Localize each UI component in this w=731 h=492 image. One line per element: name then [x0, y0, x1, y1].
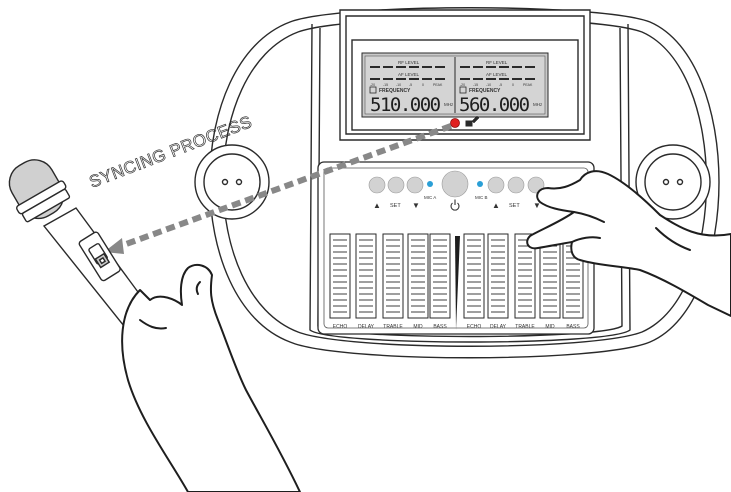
scale-tick: -5: [499, 83, 502, 87]
fader-bank: [329, 233, 584, 319]
right-hand: [526, 170, 731, 317]
scale-tick: PEAK: [433, 83, 443, 87]
scale-tick: 0: [512, 83, 514, 87]
scale-tick: 0: [422, 83, 424, 87]
down-arrow-icon: ▼: [412, 201, 420, 210]
scale-tick: -20: [370, 83, 375, 87]
up-arrow-icon: ▲: [373, 201, 381, 210]
frequency-unit-left: MHz: [444, 102, 454, 107]
scale-tick: PEAK: [523, 83, 533, 87]
channel-indicator-icon: [369, 86, 377, 94]
rf-meter-right: [460, 66, 535, 68]
microphone: [8, 159, 168, 347]
control-panel: ▲ SET ▼ MIC A MIC B ▲ SET ▼ ECHO DELAY T…: [317, 161, 595, 335]
fader-label-mid-b: MID: [545, 324, 555, 330]
fader-label-delay-b: DELAY: [490, 324, 507, 330]
mic-b-label: MIC B: [475, 195, 488, 200]
fader-slider[interactable]: [355, 233, 377, 319]
fader-slider[interactable]: [329, 233, 351, 319]
level-scale-left: -20 -15 -10 -5 0 PEAK: [370, 83, 443, 87]
af-meter-right: [460, 78, 535, 80]
fader-label-trable-b: TRABLE: [515, 324, 535, 330]
right-speaker: [635, 144, 711, 220]
lcd-display: RF LEVEL AF LEVEL -20 -15 -10 -5 0 PEAK …: [361, 52, 549, 118]
speaker-grille-icon: [194, 144, 270, 220]
level-scale-right: -20 -15 -10 -5 0 PEAK: [460, 83, 533, 87]
fader-slider[interactable]: [514, 233, 536, 319]
frequency-unit-right: MHz: [533, 102, 543, 107]
speaker-grille-icon: [635, 144, 711, 220]
lcd-left-channel: RF LEVEL AF LEVEL -20 -15 -10 -5 0 PEAK …: [369, 60, 454, 116]
rf-level-label-left: RF LEVEL: [398, 60, 420, 65]
power-button[interactable]: [441, 170, 469, 198]
fader-label-bass-b: BASS: [566, 324, 580, 330]
up-arrow-icon: ▲: [492, 201, 500, 210]
fader-slider[interactable]: [407, 233, 429, 319]
fader-label-trable-a: TRABLE: [383, 324, 403, 330]
sync-led: [450, 118, 460, 128]
fader-label-echo-a: ECHO: [333, 324, 348, 330]
scale-tick: -15: [383, 83, 388, 87]
sync-icon[interactable]: [465, 115, 480, 127]
mic-b-set-button[interactable]: [487, 176, 505, 194]
mic-a-down-button[interactable]: [406, 176, 424, 194]
power-icon: [450, 199, 460, 211]
left-speaker: [194, 144, 270, 220]
af-level-label-right: AF LEVEL: [486, 72, 508, 77]
down-arrow-icon: ▼: [533, 201, 541, 210]
scale-tick: -10: [486, 83, 491, 87]
frequency-label-right: FREQUENCY: [469, 88, 501, 94]
fader-slider[interactable]: [429, 233, 451, 319]
af-meter-left: [370, 78, 445, 80]
scale-tick: -10: [396, 83, 401, 87]
scale-tick: -5: [409, 83, 412, 87]
fader-label-delay-a: DELAY: [358, 324, 375, 330]
mic-a-up-button[interactable]: [387, 176, 405, 194]
fader-label-echo-b: ECHO: [467, 324, 482, 330]
rf-meter-left: [370, 66, 445, 68]
set-label-right: SET: [509, 203, 520, 209]
fader-label-bass-a: BASS: [433, 324, 447, 330]
mic-b-indicator: [477, 181, 483, 187]
scale-tick: -15: [473, 83, 478, 87]
fader-label-mid-a: MID: [413, 324, 423, 330]
lcd-right-channel: RF LEVEL AF LEVEL -20 -15 -10 -5 0 PEAK …: [459, 60, 543, 116]
set-label-left: SET: [390, 203, 401, 209]
frequency-label-left: FREQUENCY: [379, 88, 411, 94]
fader-slider[interactable]: [487, 233, 509, 319]
mic-a-indicator: [427, 181, 433, 187]
left-hand: [121, 263, 301, 492]
channel-indicator-icon: [459, 86, 467, 94]
mic-a-set-button[interactable]: [368, 176, 386, 194]
frequency-readout-right: 560.000: [459, 94, 530, 116]
fader-slider[interactable]: [463, 233, 485, 319]
scale-tick: -20: [460, 83, 465, 87]
channel-divider: [455, 236, 460, 330]
mic-b-up-button[interactable]: [507, 176, 525, 194]
mic-b-down-button[interactable]: [527, 176, 545, 194]
fader-slider[interactable]: [382, 233, 404, 319]
sync-path: [116, 123, 453, 250]
frequency-readout-left: 510.000: [370, 94, 441, 116]
microphone-control-window[interactable]: [78, 231, 121, 282]
rf-level-label-right: RF LEVEL: [486, 60, 508, 65]
af-level-label-left: AF LEVEL: [398, 72, 420, 77]
mic-a-label: MIC A: [424, 195, 436, 200]
